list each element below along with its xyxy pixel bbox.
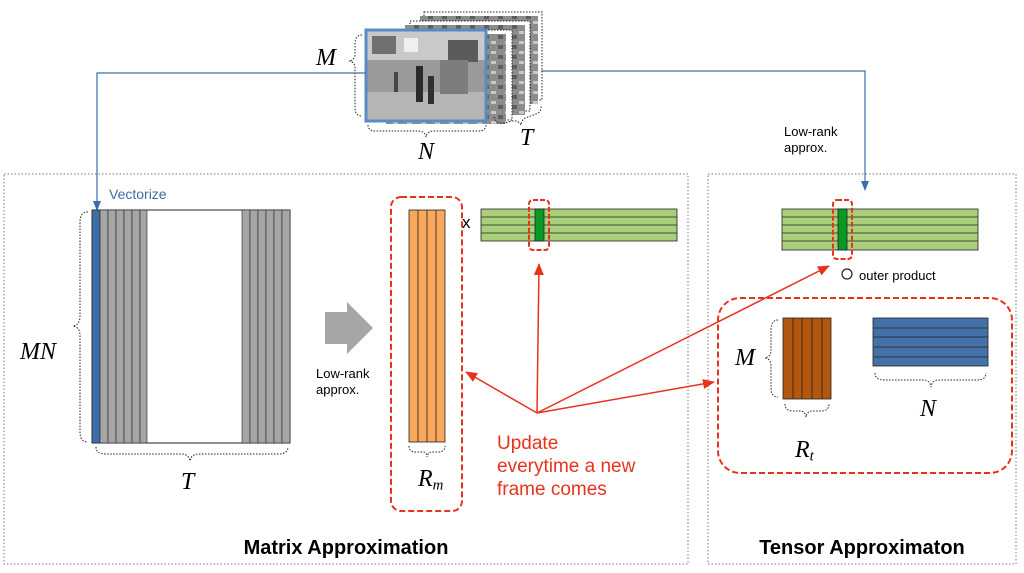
- video-n-brace: [367, 124, 487, 138]
- data-matrix: [91, 209, 291, 444]
- tensor-panel: [707, 173, 1017, 565]
- matrix-low-rank-label: Low-rank approx.: [316, 366, 370, 398]
- video-t-label: T: [520, 125, 534, 151]
- tensor-n-label: N: [920, 396, 937, 422]
- mn-brace: [72, 211, 89, 443]
- times-symbol: x: [462, 213, 471, 232]
- update-note: Update everytime a new frame comes: [497, 433, 636, 500]
- spatial-m-factor: [782, 317, 832, 400]
- tensor-rt-brace: [784, 403, 830, 418]
- t-brace: [95, 446, 289, 462]
- coefficient-column-highlight: [528, 199, 550, 251]
- rt-subscript: t: [809, 448, 814, 465]
- tensor-low-rank-label: Low-rank approx.: [784, 124, 838, 156]
- rm-label: Rm: [418, 467, 443, 494]
- coefficient-matrix: [480, 208, 678, 242]
- spatial-n-factor: [872, 317, 989, 367]
- rt-symbol: R: [795, 437, 810, 463]
- t-label: T: [181, 469, 195, 495]
- tensor-column-highlight: [832, 199, 853, 260]
- update-arrows: [465, 263, 830, 414]
- rm-brace: [408, 445, 446, 458]
- tensor-m-brace: [764, 319, 779, 398]
- tensor-temporal-factor: [781, 208, 979, 251]
- tensor-panel-title: Tensor Approximaton: [759, 537, 965, 559]
- vectorize-label: Vectorize: [109, 186, 167, 202]
- mn-label: MN: [20, 339, 56, 365]
- video-n-label: N: [418, 139, 435, 165]
- rt-label: Rt: [795, 438, 814, 465]
- outer-product-icon: [841, 268, 853, 280]
- video-t-brace: [493, 104, 542, 127]
- tensor-m-label: M: [735, 345, 755, 371]
- basis-matrix: [408, 209, 446, 443]
- video-m-brace: [348, 34, 363, 117]
- video-m-label: M: [316, 45, 336, 71]
- matrix-panel: [3, 173, 689, 565]
- matrix-panel-title: Matrix Approximation: [243, 537, 449, 559]
- tensor-input-arrow: [541, 70, 869, 191]
- outer-product-label: outer product: [859, 268, 936, 283]
- rm-symbol: R: [418, 466, 433, 492]
- vectorize-arrow: [93, 72, 366, 211]
- low-rank-arrow: [325, 302, 373, 354]
- basis-dashed-box: [390, 196, 463, 512]
- rm-subscript: m: [432, 477, 444, 494]
- tensor-n-brace: [874, 372, 987, 388]
- current-frame: [364, 28, 488, 123]
